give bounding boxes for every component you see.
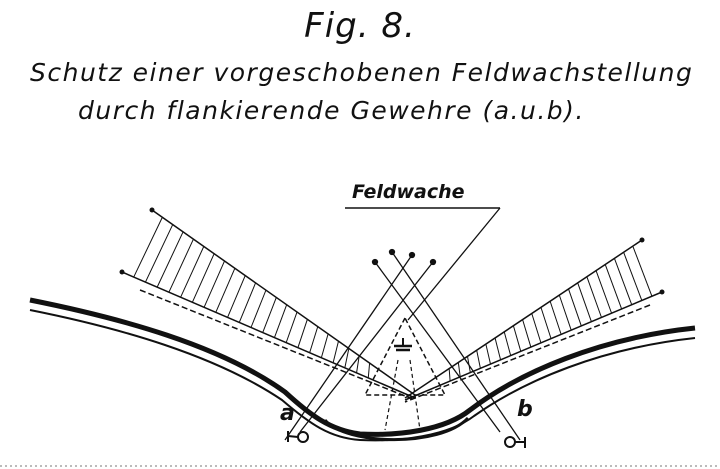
hatch-line: [191, 253, 215, 303]
hatch-line: [344, 348, 350, 368]
hatch-line: [531, 313, 542, 343]
hatch-line: [367, 362, 371, 378]
hatch-line: [320, 333, 329, 358]
hatch-line: [448, 368, 451, 381]
hatch-line: [568, 288, 582, 326]
hatch-line: [540, 307, 552, 339]
hatch-line: [262, 297, 277, 333]
hatch-line: [203, 260, 226, 308]
figure-title: Fig. 8.: [304, 6, 416, 46]
gun-b-icon: [504, 436, 526, 448]
hatch-line: [215, 267, 236, 313]
left-fire-sector: [119, 207, 416, 401]
hatch-line: [285, 311, 298, 343]
hatch-line: [145, 224, 174, 283]
hatch-line: [180, 246, 205, 298]
feldwache-pointer: [407, 207, 501, 321]
hatch-line: [623, 252, 643, 301]
hatch-line: [586, 276, 602, 318]
hatch-line: [297, 318, 308, 348]
label-a: a: [280, 401, 295, 426]
hatch-line: [577, 282, 592, 322]
outpost-position: [363, 316, 447, 431]
hatch-line: [476, 350, 481, 369]
hatch-line: [227, 275, 246, 318]
figure-caption-line-2: durch flankierende Gewehre (a.u.b).: [78, 96, 585, 125]
right-fire-sector: [404, 237, 665, 403]
label-feldwache: Feldwache: [352, 181, 465, 203]
hatch-line: [156, 231, 184, 288]
hatch-line: [512, 325, 522, 352]
hatch-line: [558, 295, 572, 331]
hatch-line: [457, 362, 461, 377]
hatch-line: [356, 355, 360, 373]
hatch-line: [309, 326, 319, 353]
hatch-line: [250, 289, 267, 328]
gun-a-icon: [287, 431, 309, 443]
hatch-line: [485, 344, 491, 364]
terrain-inner-line: [29, 309, 696, 442]
hatch-line: [522, 319, 532, 348]
hatch-line: [632, 245, 653, 297]
hatch-line: [332, 340, 340, 363]
label-b: b: [517, 397, 533, 422]
figure-caption-line-1: Schutz einer vorgeschobenen Feldwachstel…: [30, 58, 694, 87]
hatch-line: [133, 217, 163, 278]
hatch-line: [604, 264, 623, 310]
hollow-basin: [323, 416, 470, 442]
hatch-line: [613, 258, 633, 305]
hatch-line: [494, 338, 502, 360]
hatch-line: [238, 282, 257, 323]
hatch-line: [168, 238, 194, 293]
crossing-fire-lines: [284, 248, 521, 441]
hatch-line: [503, 331, 512, 356]
hatch-line: [549, 301, 562, 335]
hatch-line: [595, 270, 613, 314]
hatch-line: [273, 304, 288, 338]
terrain-outer-line: [29, 297, 696, 437]
